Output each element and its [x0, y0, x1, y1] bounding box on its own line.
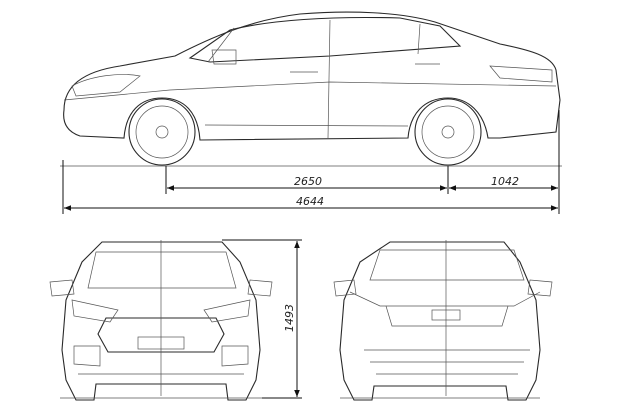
front-view — [49, 240, 273, 401]
wheelbase-label: 2650 — [294, 175, 322, 188]
side-view — [60, 11, 562, 167]
height-dimension: 1493 — [222, 239, 302, 399]
front-wheel — [128, 98, 196, 166]
side-dimensions: 2650 1042 4644 — [62, 110, 560, 214]
rear-overhang-label: 1042 — [491, 175, 519, 188]
length-label: 4644 — [296, 195, 324, 208]
rear-view — [333, 240, 553, 401]
rear-wheel — [414, 98, 482, 166]
height-label: 1493 — [283, 304, 296, 332]
